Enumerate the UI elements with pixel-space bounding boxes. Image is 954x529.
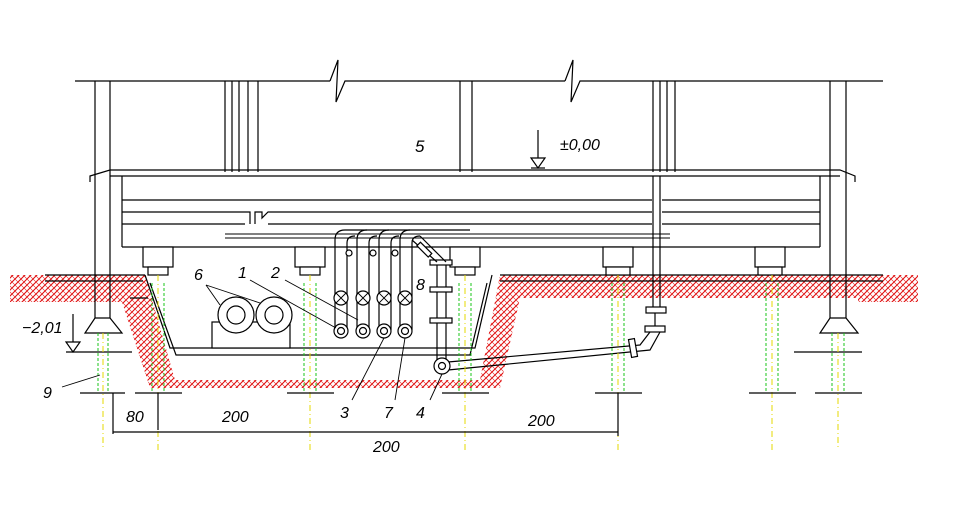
label-4: 4: [416, 405, 425, 422]
level-mark-bottom: [64, 314, 82, 354]
label-level-top: ±0,00: [560, 137, 600, 154]
pile-lines: [80, 283, 862, 394]
dimension-200-total: 200: [372, 439, 400, 456]
level-mark-top: [529, 130, 547, 170]
floor-slab: [89, 169, 856, 248]
label-7: 7: [384, 405, 394, 422]
labels: 5 ±0,00 6 1 2 8 −2,01 9 3 7 4 80 200 200…: [22, 137, 600, 456]
label-8: 8: [416, 277, 425, 294]
label-9: 9: [43, 385, 52, 402]
dimension-80: 80: [126, 409, 144, 426]
pile-caps: [142, 246, 786, 276]
valves: [333, 290, 413, 306]
label-level-bottom: −2,01: [22, 320, 62, 337]
pipe-ends: [333, 323, 413, 339]
floor-line: [75, 59, 883, 103]
frame-columns: [94, 81, 847, 318]
axis-lines: [102, 275, 839, 450]
pipe-bundle: [334, 229, 470, 330]
dimension-200-left: 200: [221, 409, 249, 426]
label-5: 5: [415, 137, 425, 156]
label-1: 1: [238, 265, 247, 282]
label-3: 3: [340, 405, 349, 422]
column-footings: [66, 317, 862, 353]
trench-outline: [144, 274, 493, 356]
dimension-200-right: 200: [527, 413, 555, 430]
soil-hatch: [10, 275, 918, 388]
label-2: 2: [270, 265, 280, 282]
leader-lines: [61, 279, 443, 401]
pump-unit: [211, 296, 293, 349]
riser-8: [411, 235, 453, 375]
vertical-pipe: [447, 176, 667, 371]
label-6: 6: [194, 267, 203, 284]
dimension-lines: [112, 297, 619, 436]
